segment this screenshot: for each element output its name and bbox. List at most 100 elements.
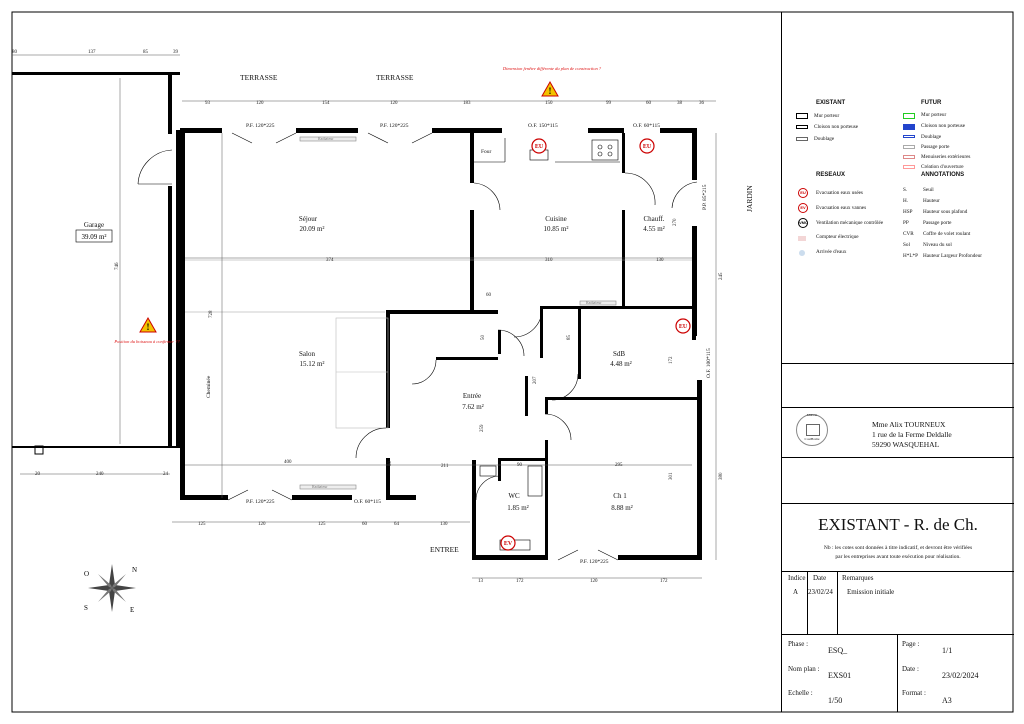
- rev-header-remarques: Remarques: [842, 574, 874, 582]
- legend-existant-title: EXISTANT: [816, 100, 846, 106]
- dim-label: 130: [656, 258, 664, 263]
- opening-label: P.P. 85*215: [702, 184, 708, 210]
- dim-label: 24: [163, 472, 169, 477]
- doublage-swatch-icon: [796, 137, 808, 141]
- rev-header-date: Date: [813, 574, 827, 582]
- legend-item: Evacuation eaux usées: [816, 190, 863, 196]
- house-icon: [806, 424, 820, 436]
- dim-label: 120: [258, 522, 266, 527]
- compass-letter: S: [84, 604, 88, 612]
- client-name: Mme Alix TOURNEUX: [872, 420, 946, 429]
- dim-label: 137: [88, 50, 96, 55]
- disclaimer-line1: Nb : les cotes sont données à titre indi…: [823, 545, 973, 551]
- dim-label: 120: [390, 101, 398, 106]
- phase-label: Phase :: [788, 640, 809, 648]
- dim-label: 90: [517, 463, 523, 468]
- disclaimer-line2: par les entreprises avant toute exécutio…: [835, 554, 961, 560]
- dim-label: 380: [719, 472, 724, 480]
- svg-text:!: !: [549, 86, 552, 96]
- dim-label: 150: [545, 101, 553, 106]
- rev-col-line: [807, 572, 808, 634]
- dim-label: 172: [660, 579, 668, 584]
- opening-label: P.F. 120*225: [246, 499, 275, 505]
- legend-item: Evacuation eaux vannes: [816, 205, 867, 211]
- divider: [782, 634, 1014, 635]
- title-panel: EXISTANT Mur porteur Cloison non porteus…: [781, 12, 1014, 712]
- dim-label: 270: [673, 218, 678, 226]
- annot-label: Passage porte: [923, 220, 952, 226]
- annot-label: Coffre de volet roulant: [923, 231, 971, 237]
- dim-label: 120: [590, 579, 598, 584]
- rev-col-line: [837, 572, 838, 634]
- room-name: Cuisine: [545, 215, 566, 223]
- opening-label: P.F. 120*225: [246, 123, 275, 129]
- legend-item: Arrivée d'eaux: [816, 249, 847, 255]
- dim-label: 50: [481, 335, 486, 341]
- radiator-label: Radiateur: [586, 300, 602, 305]
- garage-label-box: 39.09 m²: [75, 229, 113, 243]
- room-name: Entrée: [463, 392, 481, 400]
- dim-label: 85: [143, 50, 149, 55]
- room-area: 8.88 m²: [611, 504, 633, 512]
- legend-item: Compteur électrique: [816, 234, 859, 240]
- warning-icon: !: [541, 80, 559, 97]
- room-area: 10.85 m²: [543, 225, 568, 233]
- futur-mur-swatch-icon: [903, 113, 915, 119]
- dim-label: 130: [440, 522, 448, 527]
- annot-abbr: H*L*P: [903, 253, 918, 259]
- legend-item: Menuiseries extérieures: [921, 154, 971, 160]
- annot-label: Hauteur: [923, 198, 940, 204]
- opening-label: O.F. 100*115: [706, 348, 712, 378]
- annot-abbr: PP: [903, 220, 909, 226]
- opening-label: O.F. 150*115: [528, 123, 558, 129]
- eu-marker-icon: [675, 318, 691, 334]
- dim-label: 183: [463, 101, 471, 106]
- entree-label: ENTREE: [430, 545, 459, 554]
- eu-icon: EU: [798, 188, 808, 198]
- sheet-frame: [11, 11, 1014, 713]
- legend-item: Cloison non porteuse: [921, 123, 966, 129]
- creation-ouverture-swatch-icon: [903, 165, 915, 169]
- cloison-swatch-icon: [796, 125, 808, 129]
- annot-label: Niveau du sol: [923, 242, 952, 248]
- ev-marker-label: EV: [504, 541, 513, 547]
- room-area: 7.62 m²: [462, 403, 484, 411]
- echelle-value: 1/50: [828, 696, 843, 705]
- dim-label: 36: [699, 101, 705, 106]
- legend-item: Passage porte: [921, 144, 950, 150]
- dim-label: 80: [12, 50, 18, 55]
- eu-marker-icon: [531, 138, 547, 154]
- opening-label: P.F. 120*225: [380, 123, 409, 129]
- compass-letter: O: [84, 570, 89, 578]
- room-name: Ch 1: [613, 492, 627, 500]
- dim-label: 728: [209, 310, 214, 318]
- room-area: 20.09 m²: [299, 225, 324, 233]
- dim-label: 39: [173, 50, 179, 55]
- rev-remarques: Emission initiale: [847, 588, 895, 596]
- eu-marker-label: EU: [643, 144, 652, 150]
- terrasse-label: TERRASSE: [240, 73, 278, 82]
- room-area: 4.55 m²: [643, 225, 665, 233]
- annot-abbr: S.: [903, 187, 908, 193]
- dim-label: 310: [545, 258, 553, 263]
- dim-label: 60: [646, 101, 652, 106]
- room-name: Chauff.: [643, 215, 664, 223]
- jardin-label: JARDIN: [745, 185, 754, 212]
- rev-indice: A: [793, 588, 799, 596]
- legend-item: Doublage: [814, 136, 835, 142]
- annot-label: Hauteur Largeur Profondeur: [923, 253, 982, 259]
- logo-text: CostHome: [804, 437, 820, 441]
- legend-item: Doublage: [921, 134, 942, 140]
- room-area: 39.09 m²: [81, 233, 106, 241]
- dim-label: 245: [719, 272, 724, 280]
- passage-porte-swatch-icon: [903, 145, 915, 149]
- format-value: A3: [942, 696, 952, 705]
- dim-label: 60: [362, 522, 368, 527]
- nomplan-value: EXS01: [828, 671, 852, 680]
- room-area: 15.12 m²: [299, 360, 324, 368]
- annot-abbr: HSP: [903, 209, 913, 215]
- date-value: 23/02/2024: [942, 671, 979, 680]
- futur-cloison-swatch-icon: [903, 124, 915, 130]
- divider: [782, 571, 1014, 572]
